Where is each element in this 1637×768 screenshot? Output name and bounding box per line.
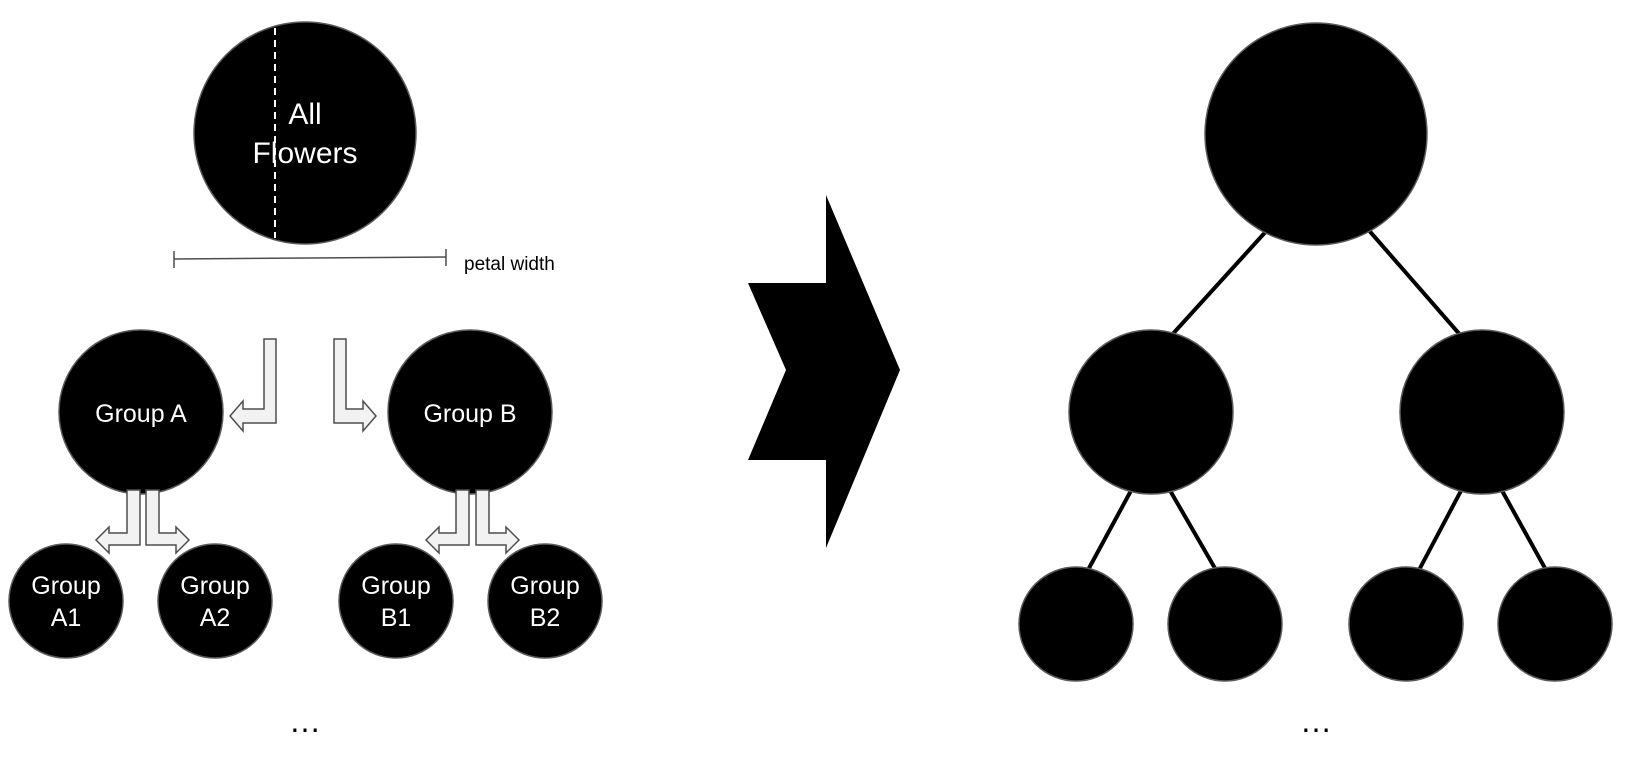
tree-leaf-node-2 (1167, 566, 1283, 682)
root-node-label-line1: All (288, 98, 321, 131)
tree-edge-right-left (1417, 486, 1465, 571)
tree-internal-node-right (1399, 329, 1565, 495)
split-arrow-to-group-b (333, 338, 377, 434)
group-b2-label-line2: B2 (530, 604, 561, 632)
measure-label: petal width (464, 254, 555, 275)
group-a1-label-line2: A1 (51, 604, 82, 632)
splitting-illustration: All Flowers petal width Group A Group B (8, 21, 603, 739)
measure-line (173, 256, 447, 260)
group-a1-label-line1: Group (31, 572, 100, 600)
right-ellipsis: … (1300, 703, 1332, 739)
tree-graph: … (1018, 22, 1613, 739)
group-a2-label-line1: Group (180, 572, 249, 600)
tree-leaf-node-1 (1018, 566, 1134, 682)
tree-edge-right-right (1498, 486, 1548, 571)
group-a-circle (58, 329, 224, 495)
tree-edge-left-left (1086, 486, 1135, 571)
group-a-node: Group A (58, 329, 224, 495)
group-b-circle (387, 329, 553, 495)
group-a2-label-line2: A2 (200, 604, 231, 632)
group-b1-node: Group B1 (338, 543, 454, 659)
group-b-node: Group B (387, 329, 553, 495)
split-arrow-to-group-a (229, 338, 277, 434)
split-arrow-to-group-a1 (94, 489, 141, 555)
group-a2-node: Group A2 (157, 543, 273, 659)
petal-width-measure: petal width (173, 249, 555, 275)
tree-edge-left-right (1166, 485, 1218, 572)
group-a2-circle (157, 543, 273, 659)
group-b1-label-line1: Group (361, 572, 430, 600)
split-arrow-to-group-b1 (424, 489, 470, 555)
left-ellipsis: … (289, 703, 321, 739)
split-arrow-to-group-b2 (475, 489, 521, 555)
root-node-all-flowers: All Flowers (193, 21, 417, 245)
group-a-label: Group A (95, 400, 187, 428)
group-b2-node: Group B2 (487, 543, 603, 659)
group-b1-label-line2: B1 (381, 604, 412, 632)
group-a1-circle (8, 543, 124, 659)
transform-chevron-arrow (748, 195, 900, 548)
group-b2-circle (487, 543, 603, 659)
root-node-circle (193, 21, 417, 245)
group-b2-label-line1: Group (510, 572, 579, 600)
tree-leaf-node-3 (1348, 566, 1464, 682)
tree-leaf-node-4 (1497, 566, 1613, 682)
split-arrow-to-group-a2 (145, 489, 191, 555)
group-a1-node: Group A1 (8, 543, 124, 659)
tree-root-node (1204, 22, 1428, 246)
group-b1-circle (338, 543, 454, 659)
root-node-label-line2: Flowers (252, 137, 357, 170)
tree-edge-root-right (1364, 225, 1464, 339)
tree-internal-node-left (1068, 329, 1234, 495)
group-b-label: Group B (423, 400, 516, 428)
tree-edge-root-left (1168, 225, 1272, 339)
